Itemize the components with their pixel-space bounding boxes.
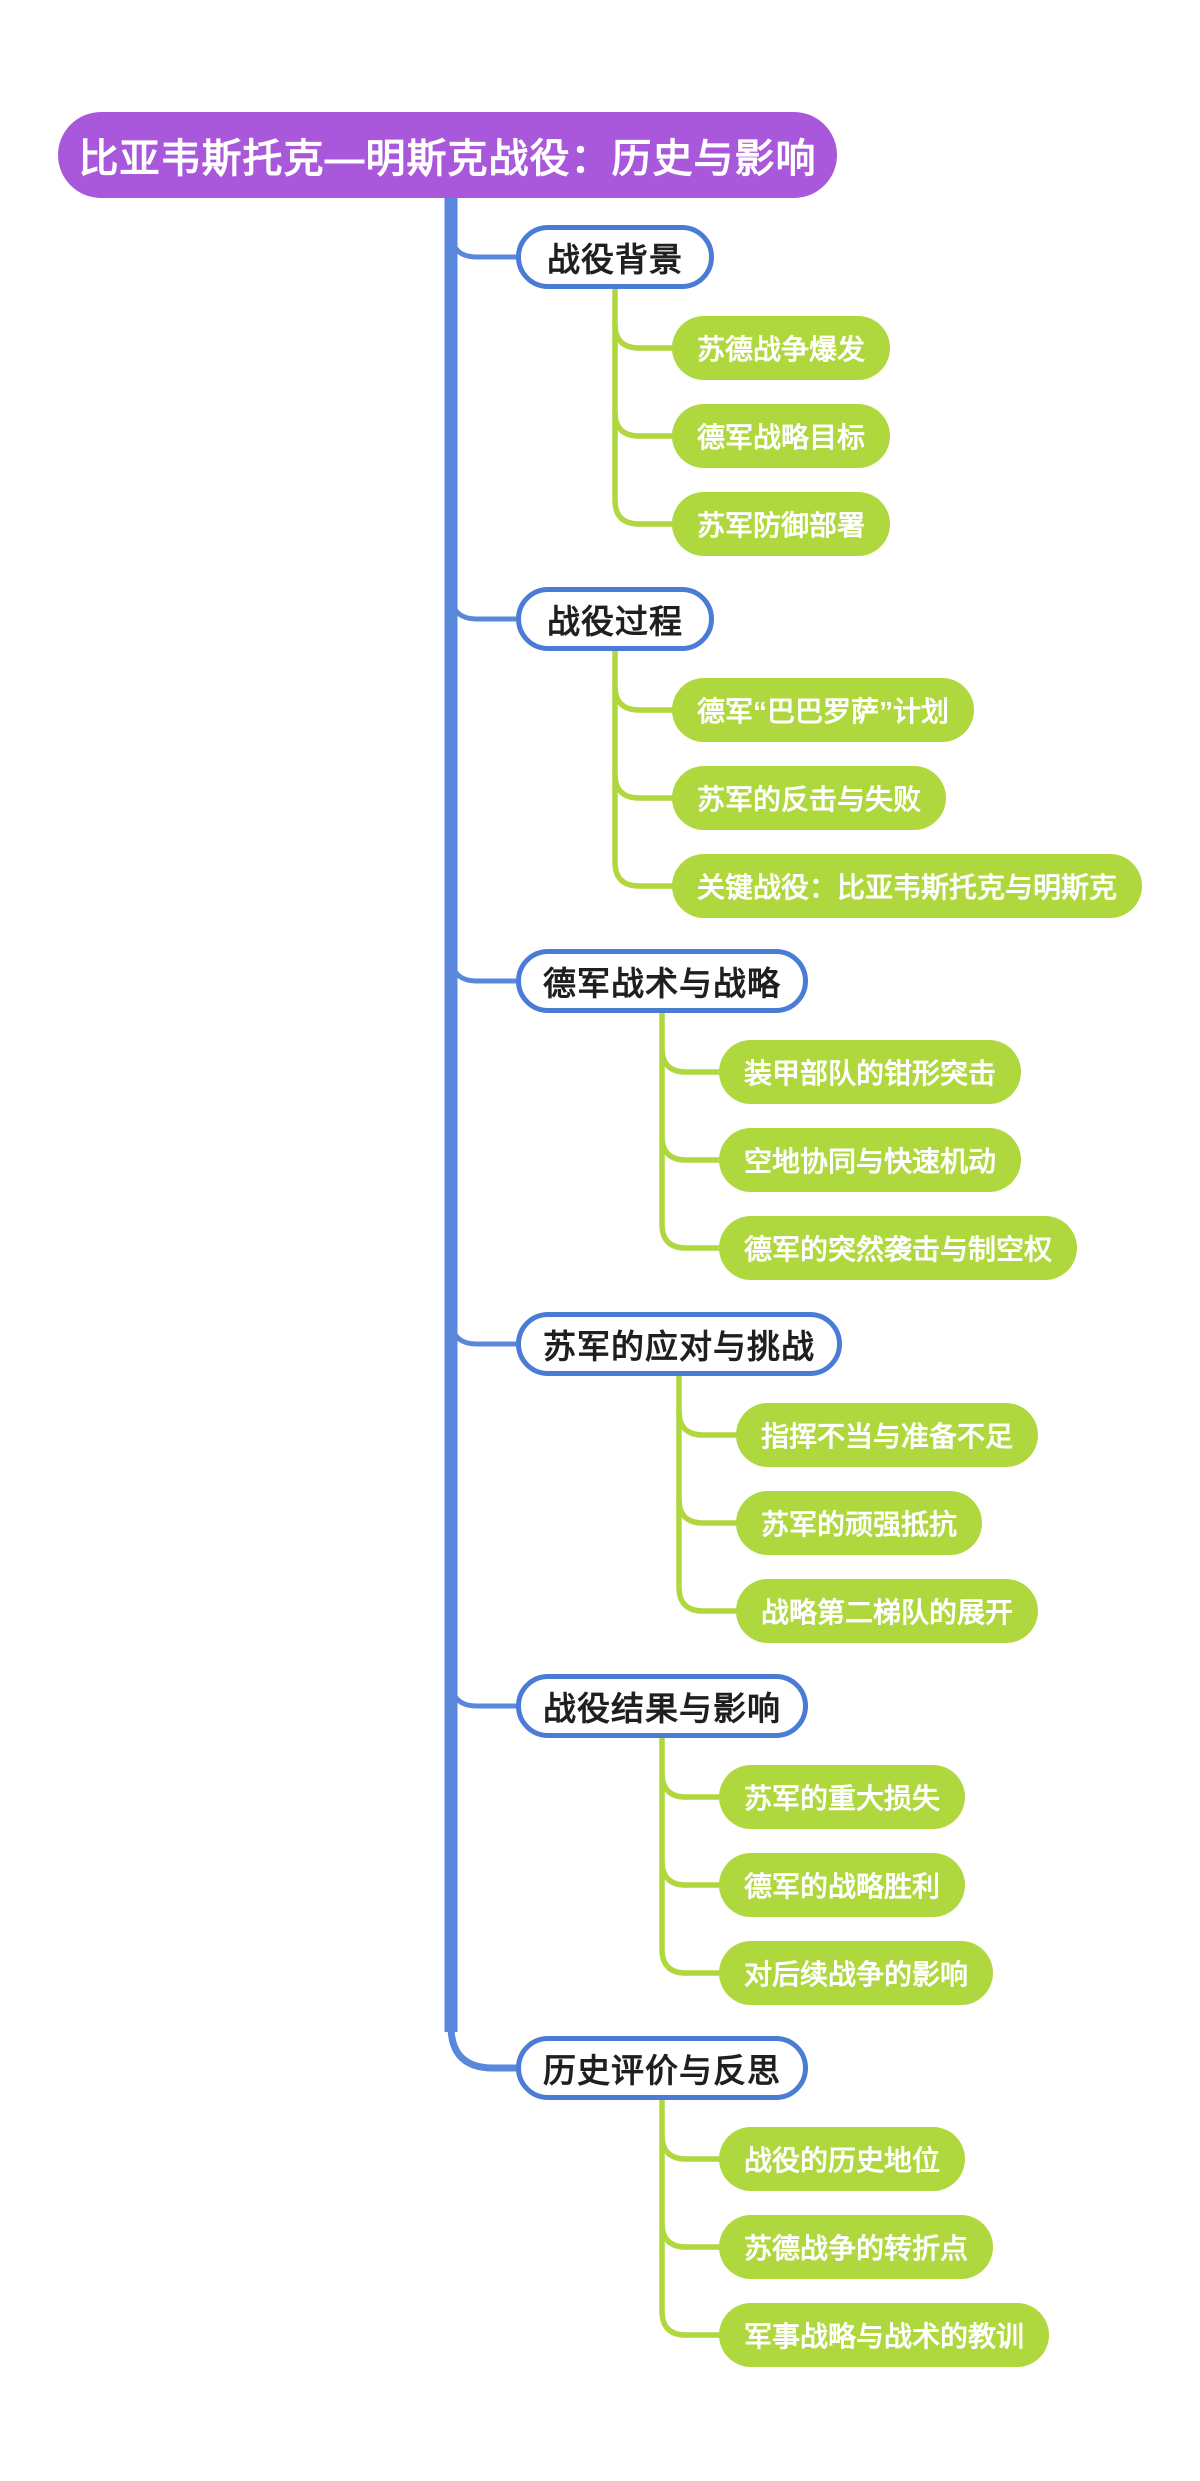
branch-connector-line (448, 1660, 517, 1709)
branch-connector-line (448, 211, 517, 260)
branch-connector-line (448, 1298, 517, 1347)
leaf-node[interactable]: 苏军防御部署 (672, 492, 891, 556)
leaf-connector-line (612, 773, 673, 801)
branch-node-6[interactable]: 历史评价与反思 (516, 2036, 808, 2100)
branch-node-2[interactable]: 战役过程 (516, 587, 714, 651)
leaf-node[interactable]: 德军“巴巴罗萨”计划 (672, 678, 975, 742)
leaf-node[interactable]: 苏德战争的转折点 (719, 2215, 994, 2279)
leaf-node[interactable]: 空地协同与快速机动 (719, 1128, 1022, 1192)
leaf-connector-line (659, 1135, 720, 1163)
leaf-trunk-line (612, 287, 673, 527)
leaf-node[interactable]: 苏军的顽强抵抗 (736, 1491, 983, 1555)
leaf-node[interactable]: 军事战略与战术的教训 (719, 2303, 1050, 2367)
root-node[interactable]: 比亚韦斯托克—明斯克战役：历史与影响 (58, 112, 837, 198)
spine-curve-line (447, 2008, 517, 2072)
leaf-node[interactable]: 关键战役：比亚韦斯托克与明斯克 (672, 854, 1143, 918)
leaf-node[interactable]: 对后续战争的影响 (719, 1941, 994, 2005)
leaf-node[interactable]: 苏军的重大损失 (719, 1765, 966, 1829)
branch-node-5[interactable]: 战役结果与影响 (516, 1674, 808, 1738)
leaf-node[interactable]: 德军的战略胜利 (719, 1853, 966, 1917)
leaf-node[interactable]: 苏德战争爆发 (672, 316, 891, 380)
branch-node-4[interactable]: 苏军的应对与挑战 (516, 1312, 842, 1376)
leaf-node[interactable]: 指挥不当与准备不足 (736, 1403, 1039, 1467)
leaf-node[interactable]: 战役的历史地位 (719, 2127, 966, 2191)
branch-connector-line (448, 935, 517, 984)
leaf-connector-line (659, 1860, 720, 1888)
leaf-node[interactable]: 战略第二梯队的展开 (736, 1579, 1039, 1643)
leaf-connector-line (659, 1047, 720, 1075)
leaf-trunk-line (676, 1374, 737, 1614)
leaf-trunk-line (659, 2098, 720, 2338)
leaf-connector-line (676, 1498, 737, 1526)
leaf-trunk-line (659, 1736, 720, 1976)
leaf-node[interactable]: 装甲部队的钳形突击 (719, 1040, 1022, 1104)
branch-node-3[interactable]: 德军战术与战略 (516, 949, 808, 1013)
leaf-connector-line (659, 2222, 720, 2250)
branch-node-1[interactable]: 战役背景 (516, 225, 714, 289)
leaf-trunk-line (659, 1011, 720, 1251)
leaf-connector-line (612, 411, 673, 439)
leaf-connector-line (659, 2134, 720, 2162)
leaf-connector-line (612, 685, 673, 713)
branch-connector-line (448, 573, 517, 622)
leaf-connector-line (676, 1410, 737, 1438)
leaf-connector-line (612, 323, 673, 351)
leaf-connector-line (659, 1772, 720, 1800)
leaf-node[interactable]: 德军的突然袭击与制空权 (719, 1216, 1078, 1280)
leaf-node[interactable]: 苏军的反击与失败 (672, 766, 947, 830)
leaf-node[interactable]: 德军战略目标 (672, 404, 891, 468)
leaf-trunk-line (612, 649, 673, 889)
